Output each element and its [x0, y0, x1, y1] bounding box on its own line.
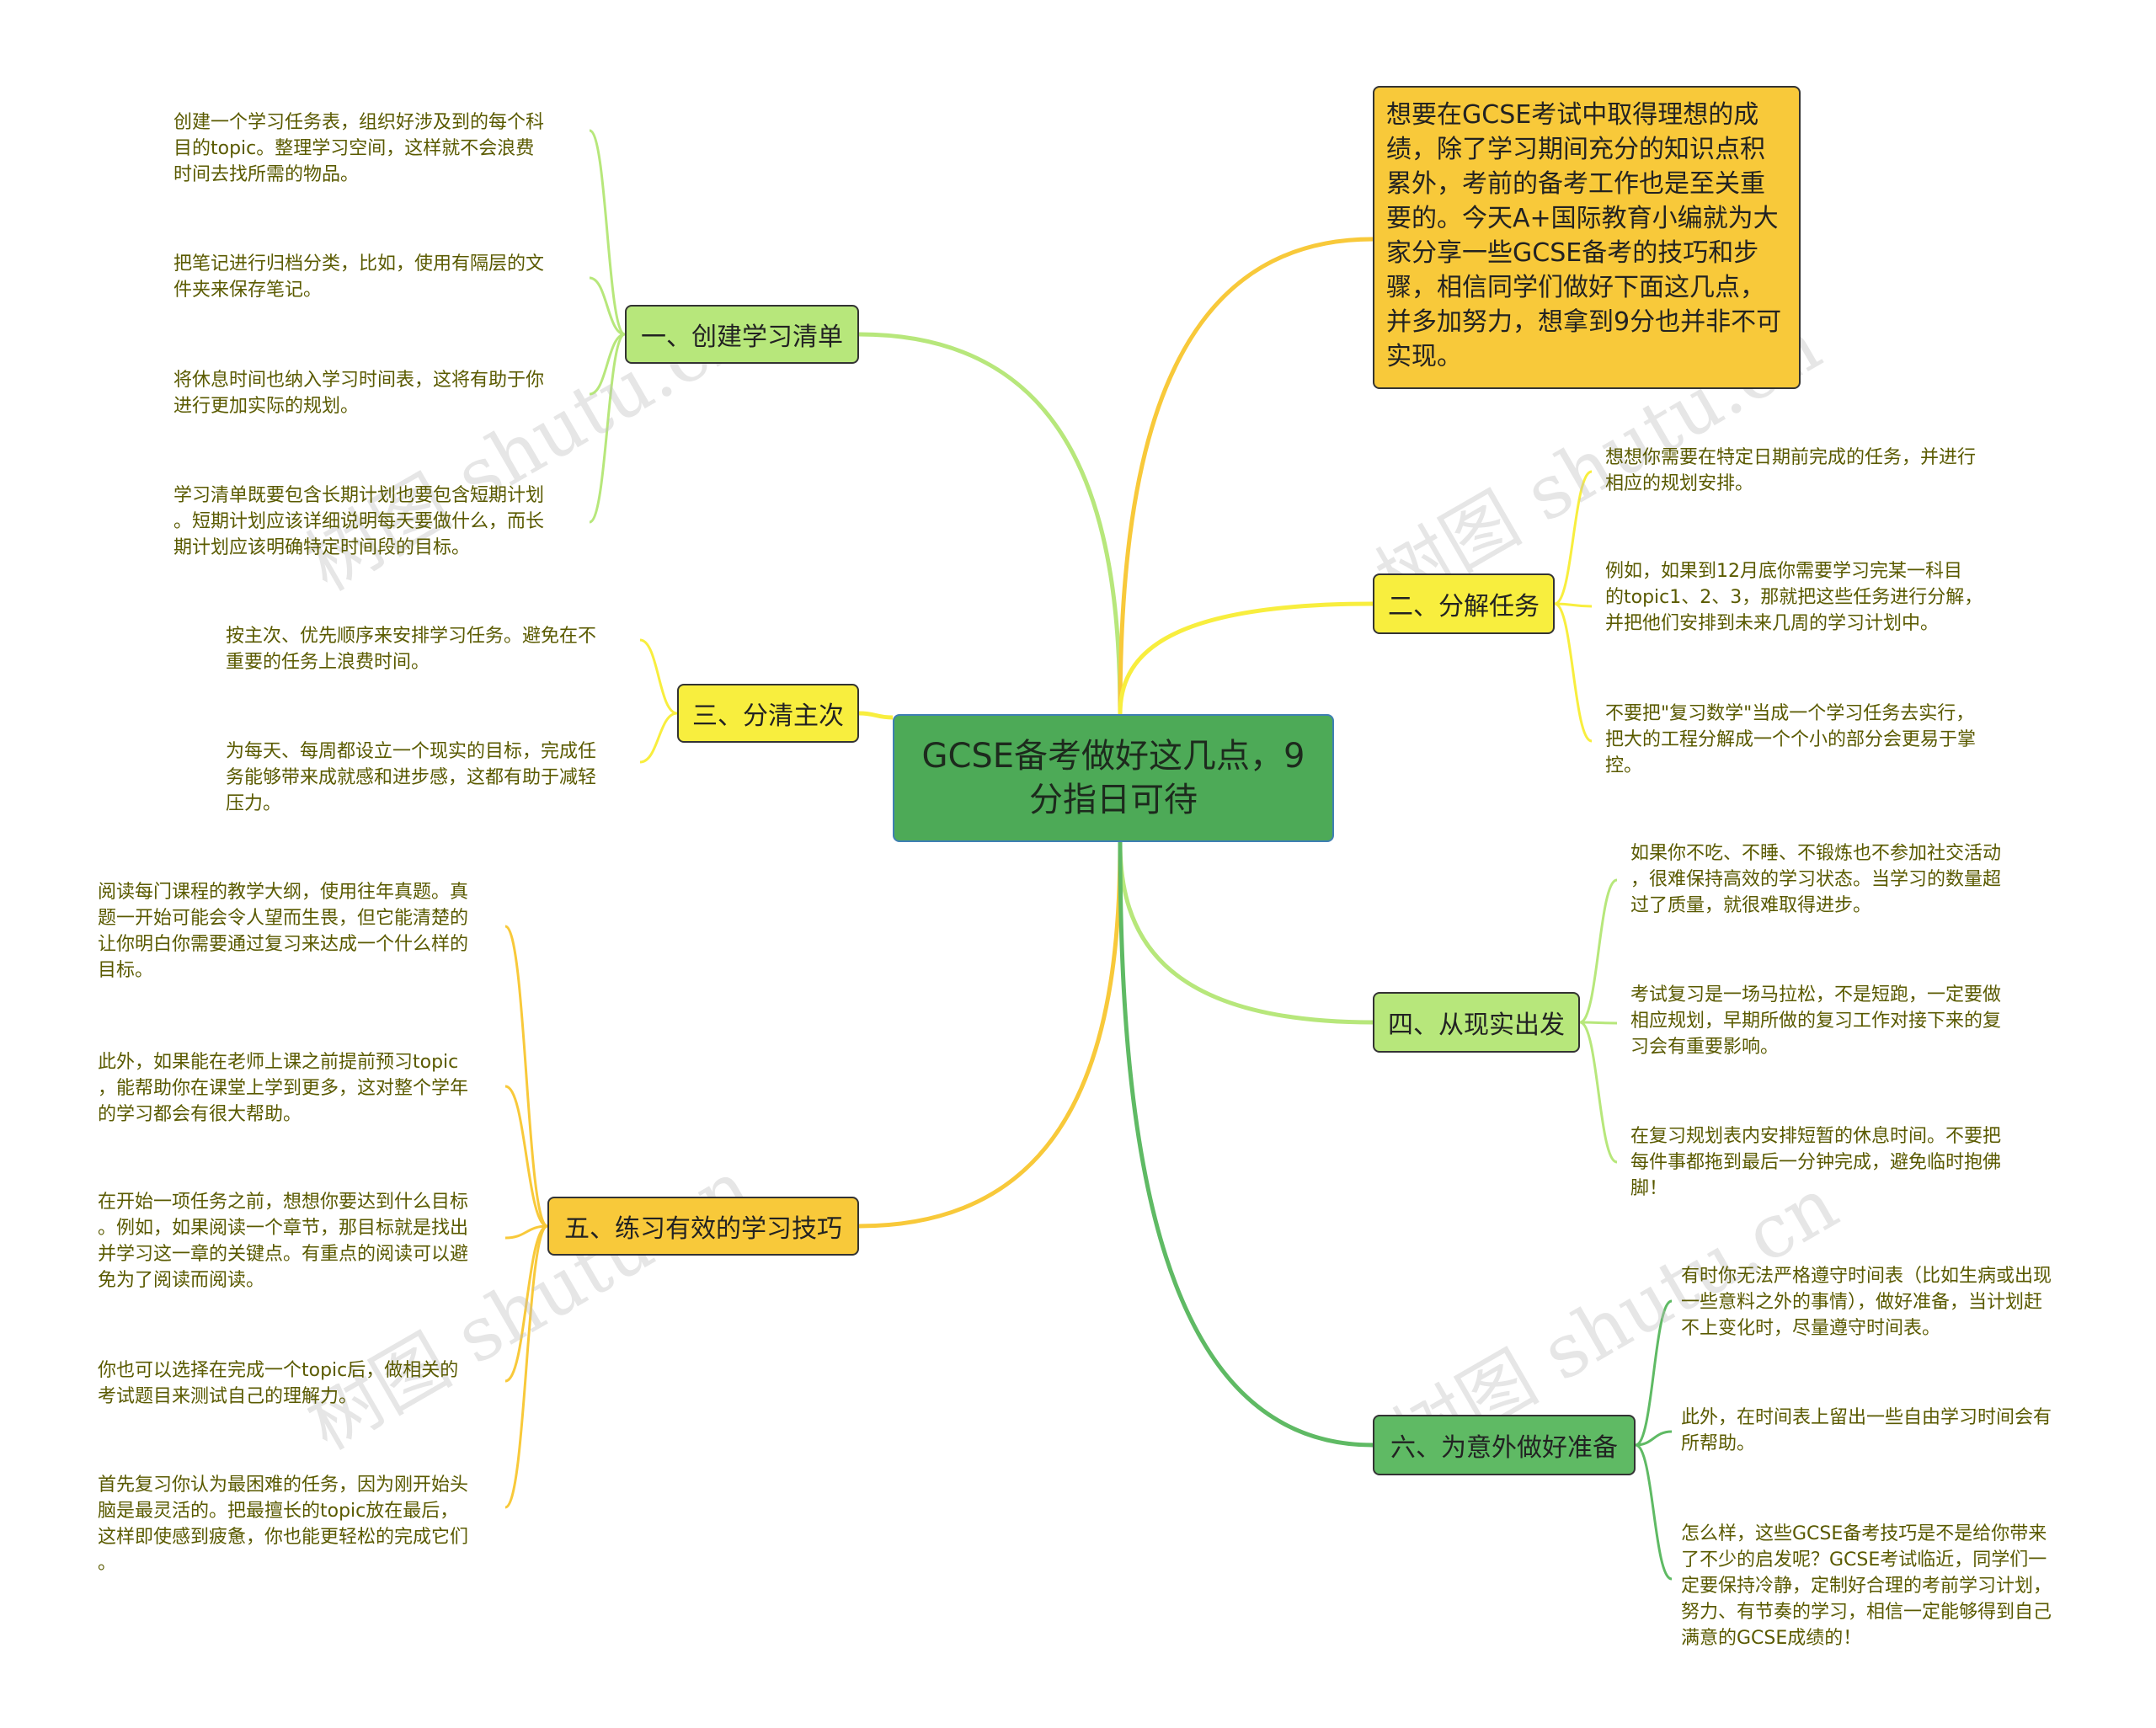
leaf-text: 不要把"复习数学"当成一个学习任务去实行，把大的工程分解成一个个小的部分会更易于… [1605, 703, 1977, 776]
leaf-text: 想想你需要在特定日期前完成的任务，并进行相应的规划安排。 [1605, 447, 1977, 494]
leaf-text: 此外，在时间表上留出一些自由学习时间会有所帮助。 [1681, 1407, 2052, 1454]
leaf-connector [639, 638, 678, 715]
branch-connector [858, 711, 894, 720]
leaf-text: 按主次、优先顺序来安排学习任务。避免在不重要的任务上浪费时间。 [226, 626, 597, 673]
leaf-connector [1635, 1443, 1673, 1581]
branch-create-study-list[interactable]: 一、创建学习清单 [625, 305, 859, 364]
leaf-text: 在开始一项任务之前，想想你要达到什么目标。例如，如果阅读一个章节，那目标就是找出… [98, 1192, 469, 1291]
leaf-text: 你也可以选择在完成一个topic后，做相关的考试题目来测试自己的理解力。 [98, 1360, 459, 1407]
leaf-connector [1554, 602, 1593, 743]
leaf-connector [504, 1224, 548, 1383]
leaf-text: 考试复习是一场马拉松，不是短跑，一定要做相应规划，早期所做的复习工作对接下来的复… [1630, 984, 2002, 1058]
branch-connector [1118, 237, 1374, 715]
leaf-connector [1579, 1021, 1618, 1025]
branch-connector [858, 841, 1123, 1229]
leaf-connector [589, 333, 626, 524]
leaf-text: 怎么样，这些GCSE备考技巧是不是给你带来了不少的启发呢？GCSE考试临近，同学… [1681, 1523, 2052, 1649]
leaf-connector [504, 1224, 548, 1509]
leaf-connector [1635, 1299, 1673, 1447]
branch-connector [1118, 601, 1374, 715]
branch-prioritize[interactable]: 三、分清主次 [677, 684, 859, 743]
leaf-text: 在复习规划表内安排短暂的休息时间。不要把每件事都拖到最后一分钟完成，避免临时抱佛… [1630, 1126, 2002, 1199]
leaf-text: 有时你无法严格遵守时间表（比如生病或出现一些意料之外的事情），做好准备，当计划赶… [1681, 1266, 2052, 1339]
central-topic[interactable]: GCSE备考做好这几点，9分指日可待 [893, 714, 1334, 842]
leaf-text: 阅读每门课程的教学大纲，使用往年真题。真题一开始可能会令人望而生畏，但它能清楚的… [98, 882, 469, 981]
leaf-text: 为每天、每周都设立一个现实的目标，完成任务能够带来成就感和进步感，这都有助于减轻… [226, 741, 597, 814]
branch-break-down-tasks[interactable]: 二、分解任务 [1373, 573, 1555, 634]
leaf-text: 将休息时间也纳入学习时间表，这将有助于你进行更加实际的规划。 [173, 370, 545, 417]
branch-connector [1118, 841, 1374, 1448]
leaf-text: 把笔记进行归档分类，比如，使用有隔层的文件夹来保存笔记。 [173, 253, 545, 301]
leaf-connector [504, 925, 548, 1228]
leaf-connector [1635, 1430, 1673, 1447]
leaf-text: 如果你不吃、不睡、不锻炼也不参加社交活动，很难保持高效的学习状态。当学习的数量超… [1630, 843, 2002, 916]
leaf-connector [639, 712, 678, 764]
leaf-connector [504, 1224, 548, 1240]
leaf-connector [1579, 1021, 1618, 1164]
branch-be-realistic[interactable]: 四、从现实出发 [1373, 992, 1580, 1053]
leaf-connector [1554, 470, 1593, 605]
leaf-text: 首先复习你认为最困难的任务，因为刚开始头脑是最灵活的。把最擅长的topic放在最… [98, 1475, 469, 1574]
leaf-text: 例如，如果到12月底你需要学习完某一科目的topic1、2、3，那就把这些任务进… [1605, 561, 1983, 634]
leaf-connector [1579, 878, 1618, 1024]
leaf-text: 创建一个学习任务表，组织好涉及到的每个科目的topic。整理学习空间，这样就不会… [173, 112, 545, 185]
branch-study-skills[interactable]: 五、练习有效的学习技巧 [547, 1197, 859, 1256]
branch-connector [1118, 841, 1374, 1025]
intro-node[interactable]: 想要在GCSE考试中取得理想的成绩，除了学习期间充分的知识点积累外，考前的备考工… [1373, 86, 1801, 389]
leaf-connector [1554, 602, 1593, 608]
leaf-text: 此外，如果能在老师上课之前提前预习topic，能帮助你在课堂上学到更多，这对整个… [98, 1052, 469, 1125]
leaf-text: 学习清单既要包含长期计划也要包含短期计划。短期计划应该详细说明每天要做什么，而长… [173, 485, 545, 558]
leaf-connector [589, 333, 626, 396]
leaf-connector [589, 129, 626, 336]
leaf-connector [504, 1085, 548, 1228]
leaf-connector [589, 276, 626, 336]
branch-connector [858, 332, 1123, 715]
branch-prepare-unexpected[interactable]: 六、为意外做好准备 [1373, 1415, 1636, 1475]
